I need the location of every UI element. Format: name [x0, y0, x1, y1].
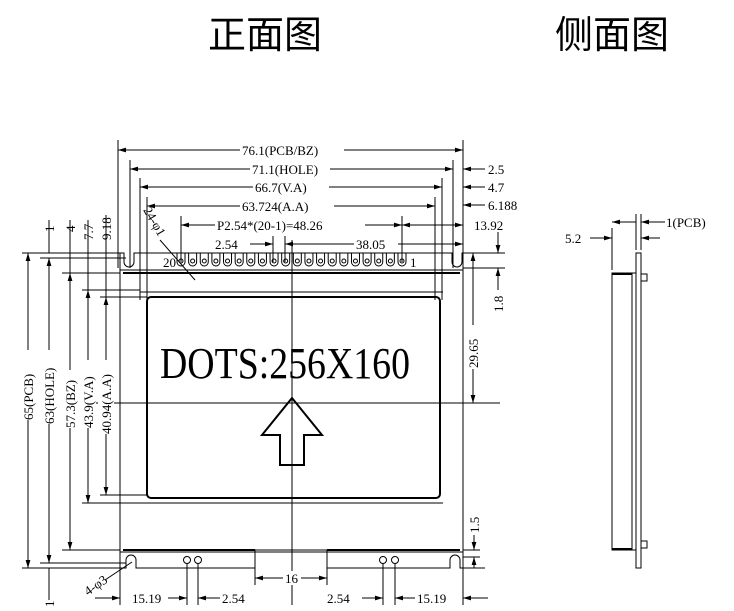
pin-hole	[352, 258, 358, 264]
hole-width-label: 71.1(HOLE)	[252, 162, 318, 177]
pcb-height-label: 65(PCB)	[21, 374, 36, 420]
pcb-outline	[95, 240, 500, 605]
pin-hole-label: 24-φ1	[140, 204, 169, 239]
bottom-dimensions: 4-φ3 15.19 2.54 16 2.54 15.19	[81, 561, 488, 606]
pin-pad	[211, 253, 221, 267]
pin-pad	[397, 253, 407, 267]
pin-pad	[257, 253, 267, 267]
right-2-54-label: 2.54	[327, 591, 350, 606]
active-area	[146, 296, 441, 499]
bottom-pins	[183, 556, 399, 605]
pin-pad	[269, 253, 279, 267]
pin-pad	[292, 253, 302, 267]
pin-pad	[304, 253, 314, 267]
pin-pad	[199, 253, 209, 267]
pin-pad	[281, 253, 291, 267]
pin-pad	[246, 253, 256, 267]
gap-16-label: 16	[285, 571, 299, 586]
pin-pad	[350, 253, 360, 267]
pcb-thickness-label: 1(PCB)	[666, 215, 706, 230]
side-view: 5.2 1(PCB)	[565, 214, 706, 569]
up-arrow-icon	[259, 396, 325, 466]
pin-label-20: 20	[163, 255, 176, 270]
pin-hole	[259, 258, 265, 264]
dim-1-8-label: 1.8	[491, 296, 506, 312]
right-va-offset-label: 4.7	[488, 180, 505, 195]
pin-hole	[376, 258, 382, 264]
bottom-1-label: 1	[42, 601, 57, 608]
pin-pad	[188, 253, 198, 267]
pin-pitch-label: 2.54	[215, 237, 238, 252]
pin-pad	[374, 253, 384, 267]
top-1-label: 1	[42, 226, 57, 233]
top-918-label: 9.18	[99, 217, 114, 240]
va-height-label: 43.9(V.A)	[81, 376, 96, 428]
pin-row	[176, 253, 407, 267]
side-view-title: 侧面图	[555, 13, 669, 57]
right-dimensions: 29.65 1.8 1.5	[463, 232, 506, 569]
aa-width-label: 63.724(A.A)	[242, 199, 308, 214]
pcb-width-label: 76.1(PCB/BZ)	[242, 143, 318, 158]
dim-29-65-label: 29.65	[466, 339, 481, 368]
pin-pad	[327, 253, 337, 267]
pin-hole	[364, 258, 370, 264]
pin-span-label: P2.54*(20-1)=48.26	[217, 218, 323, 233]
pin-pad	[234, 253, 244, 267]
top-4-label: 4	[63, 225, 78, 232]
right-pin-offset-label: 13.92	[474, 218, 503, 233]
dim-1-5-label: 1.5	[467, 517, 482, 533]
pin-hole	[213, 258, 219, 264]
pin-pad	[316, 253, 326, 267]
right-hole-offset-label: 2.5	[488, 162, 504, 177]
va-width-label: 66.7(V.A)	[255, 180, 307, 195]
pin-pad	[385, 253, 395, 267]
right-15-19-label: 15.19	[417, 591, 446, 606]
pin-hole	[387, 258, 393, 264]
pin-hole	[190, 258, 196, 264]
pin-hole	[306, 258, 312, 264]
bz-height-label: 57.3(BZ)	[63, 380, 78, 428]
pin-hole	[294, 258, 300, 264]
pin-pad	[362, 253, 372, 267]
pin-hole	[248, 258, 254, 264]
pin-pad	[176, 253, 186, 267]
pin-hole	[341, 258, 347, 264]
pin-hole	[329, 258, 335, 264]
thickness-label: 5.2	[565, 231, 581, 246]
pin-hole	[283, 258, 289, 264]
left-15-19-label: 15.19	[132, 591, 161, 606]
left-dimension-labels: 65(PCB) 63(HOLE) 57.3(BZ) 43.9(V.A) 40.9…	[20, 217, 114, 607]
aa-height-label: 40.94(A.A)	[99, 374, 114, 434]
display-text: DOTS:256X160	[160, 339, 410, 388]
front-view-title: 正面图	[208, 13, 322, 57]
top-dimension-labels: 76.1(PCB/BZ) 71.1(HOLE) 66.7(V.A) 63.724…	[140, 142, 517, 281]
pin-hole	[271, 258, 277, 264]
pin-pad	[339, 253, 349, 267]
left-2-54-label: 2.54	[222, 591, 245, 606]
pin-hole	[225, 258, 231, 264]
pin-hole	[236, 258, 242, 264]
pin-offset-label: 38.05	[356, 237, 385, 252]
pin-hole	[318, 258, 324, 264]
pin-label-1: 1	[410, 255, 417, 270]
pin-pad	[223, 253, 233, 267]
hole-height-label: 63(HOLE)	[42, 368, 57, 424]
top-77-label: 7.7	[81, 223, 96, 240]
pin-hole	[201, 258, 207, 264]
mount-hole-label: 4-φ3	[81, 572, 110, 599]
right-aa-offset-label: 6.188	[488, 198, 517, 213]
